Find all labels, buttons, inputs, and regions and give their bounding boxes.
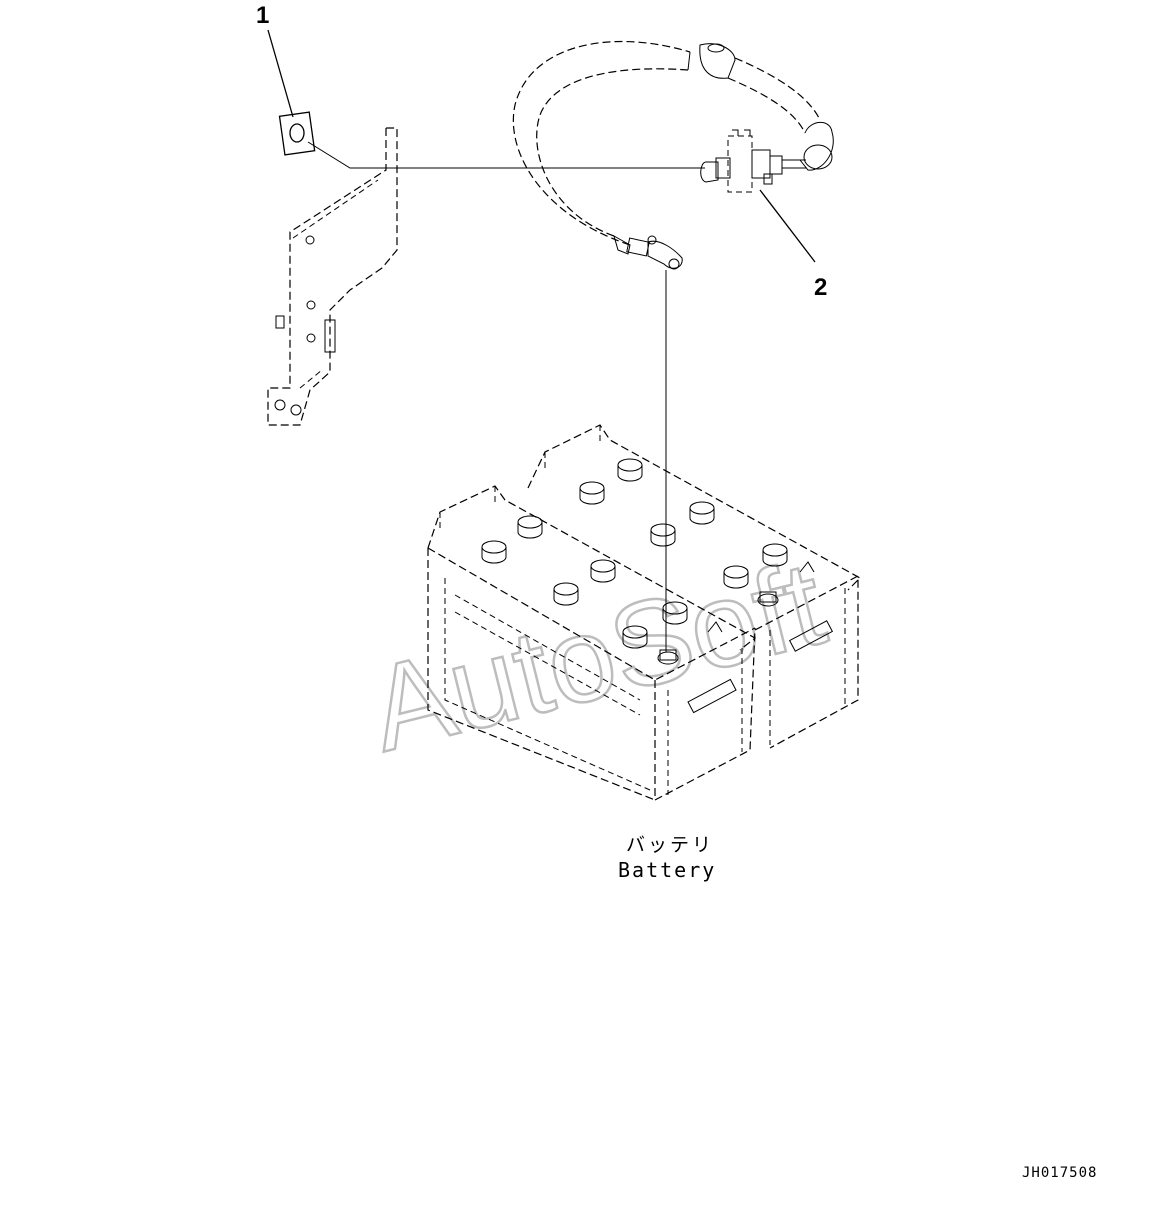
callout-2-label: 2 [814, 274, 827, 301]
washer-reference-line [307, 141, 705, 169]
callout-1-leader [267, 29, 294, 118]
watermark-text: AutoSoft [357, 536, 836, 777]
battery-icon [427, 424, 861, 801]
caption-japanese: バッテリ [626, 834, 714, 856]
caption-english: Battery [618, 858, 716, 882]
drawing-id: JH017508 [1022, 1165, 1097, 1181]
battery-cable-icon [512, 40, 834, 270]
bracket-icon [267, 127, 398, 426]
callout-1-label: 1 [256, 2, 269, 29]
relay-icon [700, 129, 806, 193]
callout-2-leader [759, 189, 816, 263]
washer-icon [278, 111, 316, 156]
